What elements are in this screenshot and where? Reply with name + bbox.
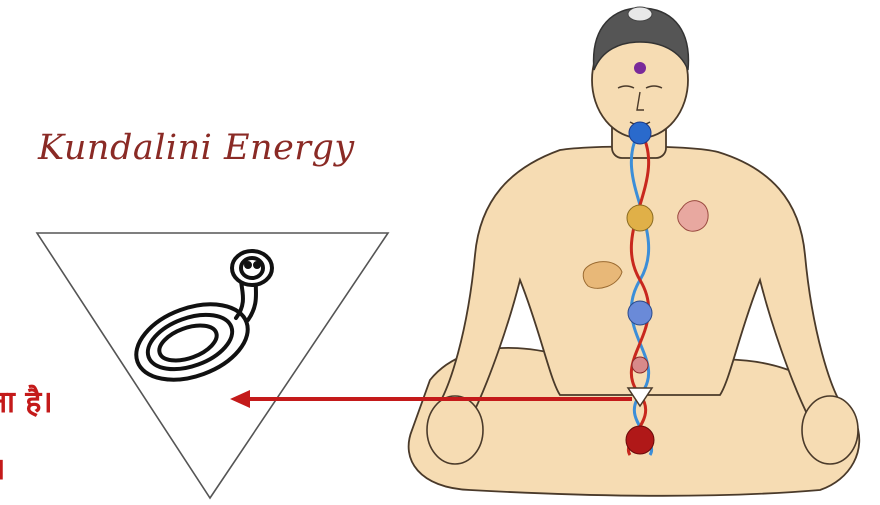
caption-line-2: । xyxy=(0,447,5,488)
left-hand xyxy=(427,396,483,464)
inverted-triangle xyxy=(37,233,388,498)
caption-line-1: ता है। xyxy=(0,380,53,421)
right-hand xyxy=(802,396,858,464)
